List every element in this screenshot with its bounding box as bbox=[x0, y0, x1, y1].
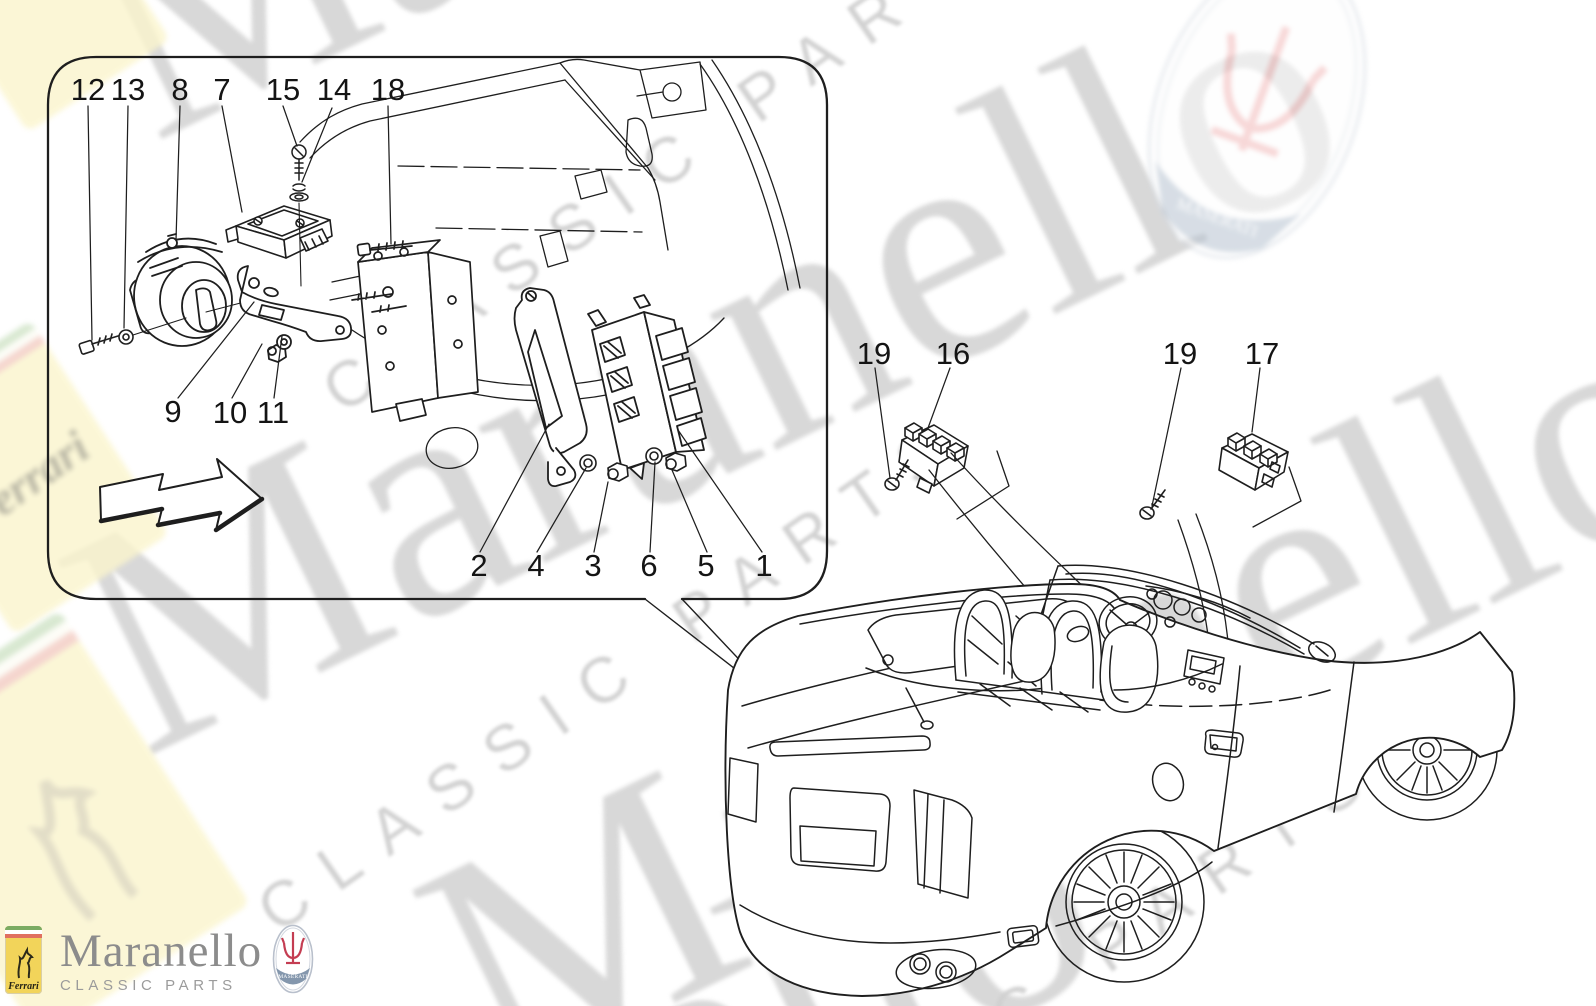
maserati-logo: MASERATI bbox=[272, 924, 314, 994]
ferrari-wordmark: Ferrari bbox=[8, 981, 39, 992]
horse-silhouette-watermark bbox=[27, 778, 139, 922]
callout-12: 12 bbox=[70, 72, 106, 107]
mounting-box-drawing bbox=[351, 239, 479, 422]
maserati-wordmark: MASERATI bbox=[278, 974, 307, 980]
maserati-band bbox=[276, 968, 311, 985]
bracket-9-drawing bbox=[236, 265, 352, 363]
maserati-band-watermark bbox=[1155, 161, 1301, 253]
callout-19-right: 19 bbox=[1162, 336, 1198, 371]
callout-14: 14 bbox=[316, 72, 352, 107]
callout-16: 16 bbox=[935, 336, 971, 371]
horse-icon bbox=[17, 946, 34, 979]
car-drawing bbox=[724, 564, 1516, 997]
callout-18: 18 bbox=[370, 72, 406, 107]
leader-lines bbox=[87, 105, 763, 553]
callout-10: 10 bbox=[212, 395, 248, 430]
fasteners-drawing bbox=[579, 447, 687, 482]
brand-name: Maranello bbox=[60, 925, 263, 977]
module-17-drawing bbox=[1139, 367, 1302, 655]
cockpit-details bbox=[865, 564, 1336, 730]
module-16-drawing bbox=[874, 367, 1097, 612]
callout-15: 15 bbox=[265, 72, 301, 107]
callout-17: 17 bbox=[1244, 336, 1280, 371]
bracket-2-drawing bbox=[513, 287, 588, 488]
unit-7-drawing bbox=[225, 205, 333, 259]
maserati-oval-watermark: MASERATI bbox=[1147, 0, 1367, 260]
siren-drawing bbox=[129, 233, 233, 347]
callout-19-left: 19 bbox=[856, 336, 892, 371]
direction-arrow bbox=[98, 458, 265, 533]
ferrari-badge-watermark-bottom bbox=[0, 610, 251, 1006]
callout-13: 13 bbox=[110, 72, 146, 107]
side-details bbox=[1055, 661, 1355, 927]
callout-9: 9 bbox=[164, 394, 182, 429]
maranello-classic-parts-logo: Ferrari Maranello CLASSIC PARTS MASERATI bbox=[5, 924, 314, 994]
callout-2: 2 bbox=[470, 548, 488, 583]
callout-11: 11 bbox=[256, 395, 290, 430]
ferrari-badge-logo: Ferrari bbox=[5, 926, 42, 994]
callout-3: 3 bbox=[584, 548, 602, 583]
trident-icon bbox=[281, 932, 306, 965]
callout-8: 8 bbox=[171, 72, 189, 107]
callout-6: 6 bbox=[640, 548, 658, 583]
callout-4: 4 bbox=[527, 548, 545, 583]
callout-5: 5 bbox=[697, 548, 715, 583]
callout-7: 7 bbox=[213, 72, 231, 107]
screw-washer-15-14 bbox=[289, 144, 309, 287]
trident-watermark bbox=[1210, 25, 1328, 158]
callout-1: 1 bbox=[755, 548, 773, 583]
brand-tagline: CLASSIC PARTS bbox=[60, 977, 237, 994]
rear-wheel-spokes bbox=[1073, 851, 1175, 953]
ecu-1-drawing bbox=[587, 294, 707, 480]
